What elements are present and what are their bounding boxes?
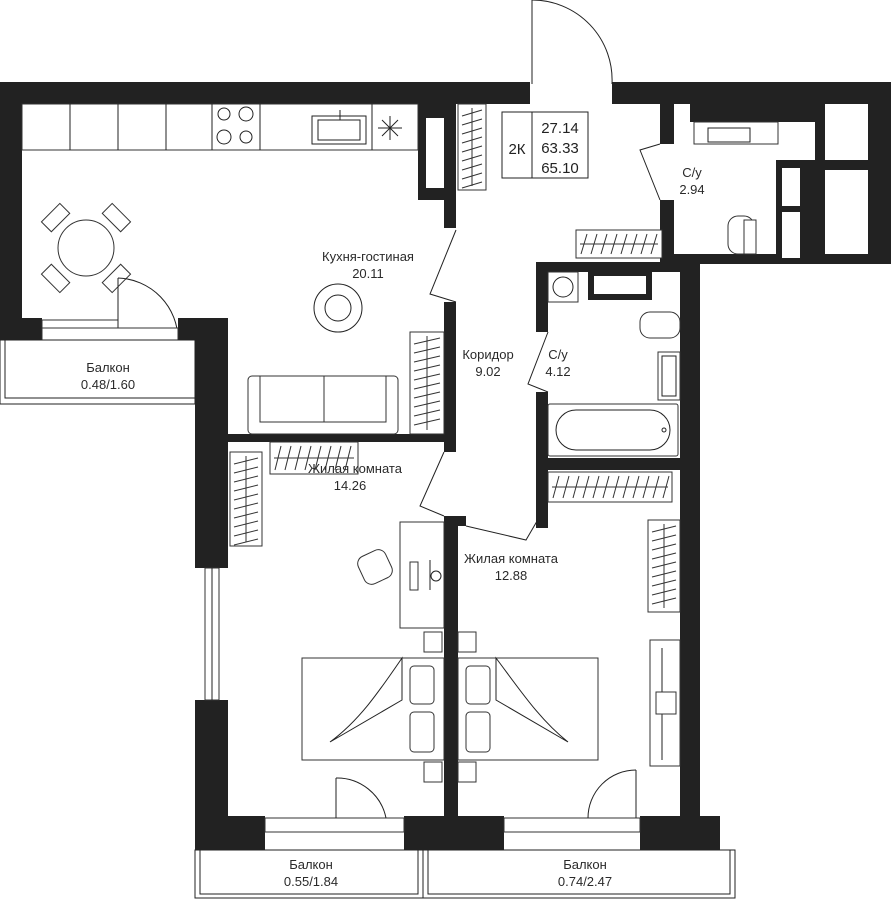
balcony-outlines [0, 339, 736, 899]
entry-door [531, 0, 613, 85]
balcony-door-bedroom2 [503, 769, 641, 833]
ceiling-lamp-icon [313, 283, 363, 333]
bath2-fixtures [547, 271, 681, 457]
apartment-type: 2К [508, 141, 525, 158]
bath2-area: 4.12 [545, 364, 570, 379]
bath1-name: С/у [682, 165, 702, 180]
hanger-marks [233, 108, 677, 608]
corridor-area: 9.02 [475, 364, 500, 379]
dining-table-icon [40, 202, 132, 294]
fan-icon [378, 116, 402, 140]
bath1-fixtures [693, 121, 779, 255]
bath2-name: С/у [548, 347, 568, 362]
kitchen-area: 20.11 [352, 266, 384, 281]
desk-icon [357, 521, 445, 629]
sink-icon [311, 110, 367, 145]
balcony1-area: 0.48/1.60 [81, 377, 135, 392]
balcony2-area: 0.55/1.84 [284, 874, 338, 889]
tv-unit-icon [649, 639, 681, 767]
interior-doors [419, 143, 661, 541]
bed-right-icon [457, 631, 599, 783]
walls [0, 82, 891, 850]
living2-area: 12.88 [495, 568, 528, 583]
corridor-name: Коридор [462, 347, 513, 362]
bed-left-icon [301, 631, 445, 783]
living1-area: 14.26 [334, 478, 367, 493]
living2-name: Жилая комната [464, 551, 559, 566]
living-area: 27.14 [541, 120, 579, 137]
kitchen-counter [21, 103, 419, 151]
living1-name: Жилая комната [308, 461, 403, 476]
balcony3-area: 0.74/2.47 [558, 874, 612, 889]
kitchen-name: Кухня-гостиная [322, 249, 414, 264]
sofa-icon [247, 375, 399, 435]
bath1-area: 2.94 [679, 182, 704, 197]
balcony-door-bedroom1 [264, 777, 405, 833]
area-summary-table: 2К 27.14 63.33 65.10 [501, 111, 589, 179]
balcony1-name: Балкон [86, 360, 130, 375]
stove-icon [216, 106, 254, 145]
total-area: 63.33 [541, 140, 579, 157]
room-labels: Кухня-гостиная 20.11 С/у 2.94 Коридор 9.… [81, 165, 705, 889]
balcony3-name: Балкон [563, 857, 607, 872]
balcony-door-kitchen [41, 277, 179, 341]
balcony2-name: Балкон [289, 857, 333, 872]
total-area-with-balcony: 65.10 [541, 160, 579, 177]
